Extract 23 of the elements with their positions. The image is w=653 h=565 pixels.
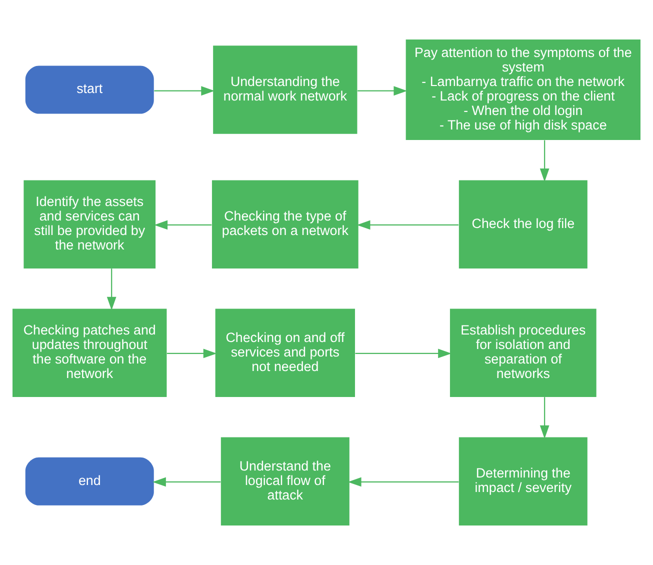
node-box: Determining the impact / severity (458, 437, 588, 526)
arrow (154, 220, 212, 230)
node-box: start (25, 66, 154, 114)
node-box: Understand the logical flow of attack (220, 437, 350, 526)
arrow (154, 86, 215, 96)
arrow (540, 140, 550, 182)
node-box: Establish procedures for isolation and separation of networks (450, 308, 596, 398)
node-box: end (25, 457, 154, 506)
node-box: Understanding the normal work network (213, 46, 358, 134)
arrow (540, 397, 550, 439)
arrow (348, 477, 459, 487)
node-box: Checking the type of packets on a network (212, 180, 358, 269)
arrow (356, 220, 459, 230)
arrow (355, 348, 452, 358)
arrow (358, 86, 408, 96)
arrow (106, 268, 116, 310)
node-box: Checking on and off services and ports not needed (215, 308, 355, 398)
arrow (166, 348, 217, 358)
node-box: Pay attention to the symptoms of the system - Lambarnya traffic on the network - Lack of progress on the client - When the old login - The use of high disk space (406, 39, 640, 140)
node-box: Check the log file (458, 180, 588, 269)
node-box: Checking patches and updates throughout the software on the network (12, 308, 167, 398)
arrow (152, 477, 221, 487)
node-box: Identify the assets and services can still be provided by the network (24, 180, 156, 269)
